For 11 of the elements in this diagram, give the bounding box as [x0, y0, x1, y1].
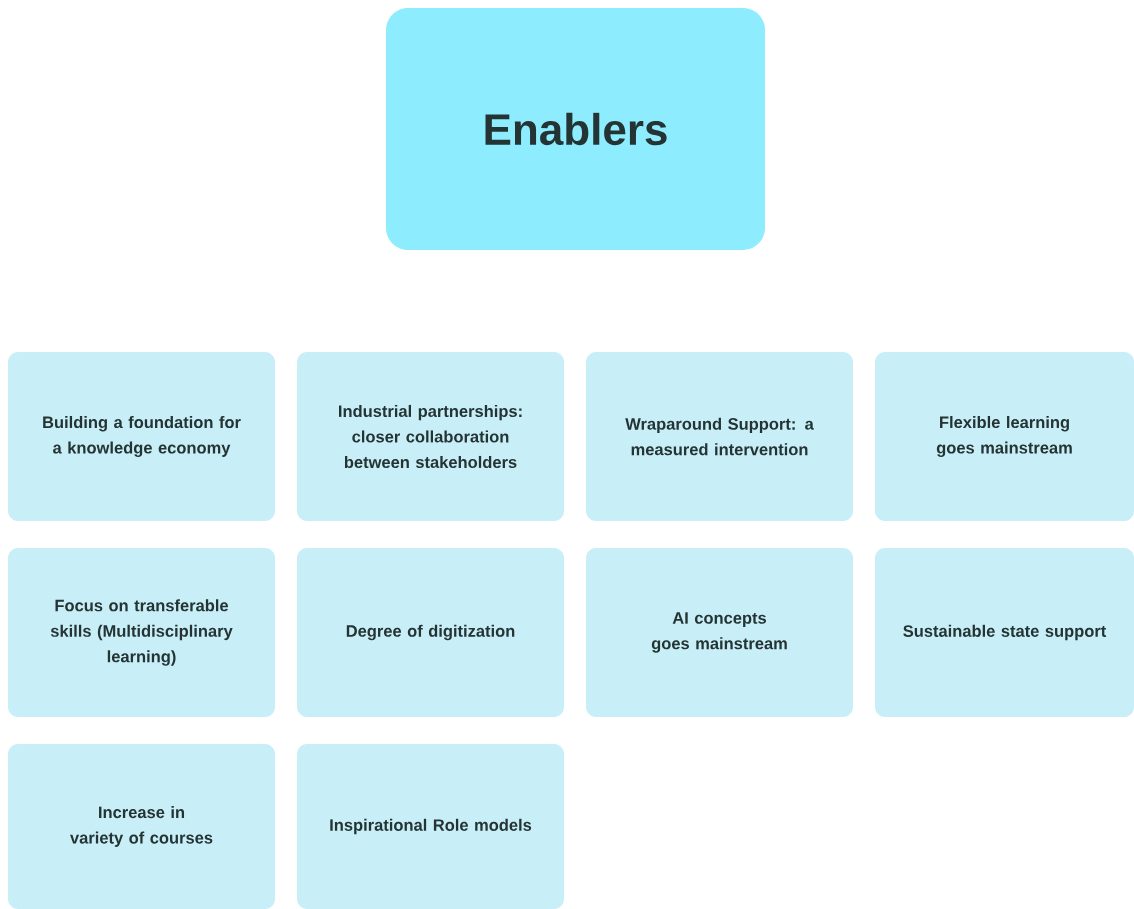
- card: Degree of digitization: [297, 548, 564, 717]
- title-box: Enablers: [386, 8, 765, 250]
- card: Building a foundation for a knowledge economy: [8, 352, 275, 521]
- card: Increase in variety of courses: [8, 744, 275, 909]
- card: Industrial partnerships: closer collaboration between stakeholders: [297, 352, 564, 521]
- card: AI concepts goes mainstream: [586, 548, 853, 717]
- card: Wraparound Support: a measured intervention: [586, 352, 853, 521]
- card: Sustainable state support: [875, 548, 1134, 717]
- card: Inspirational Role models: [297, 744, 564, 909]
- card: Focus on transferable skills (Multidisciplinary learning): [8, 548, 275, 717]
- card: Flexible learning goes mainstream: [875, 352, 1134, 521]
